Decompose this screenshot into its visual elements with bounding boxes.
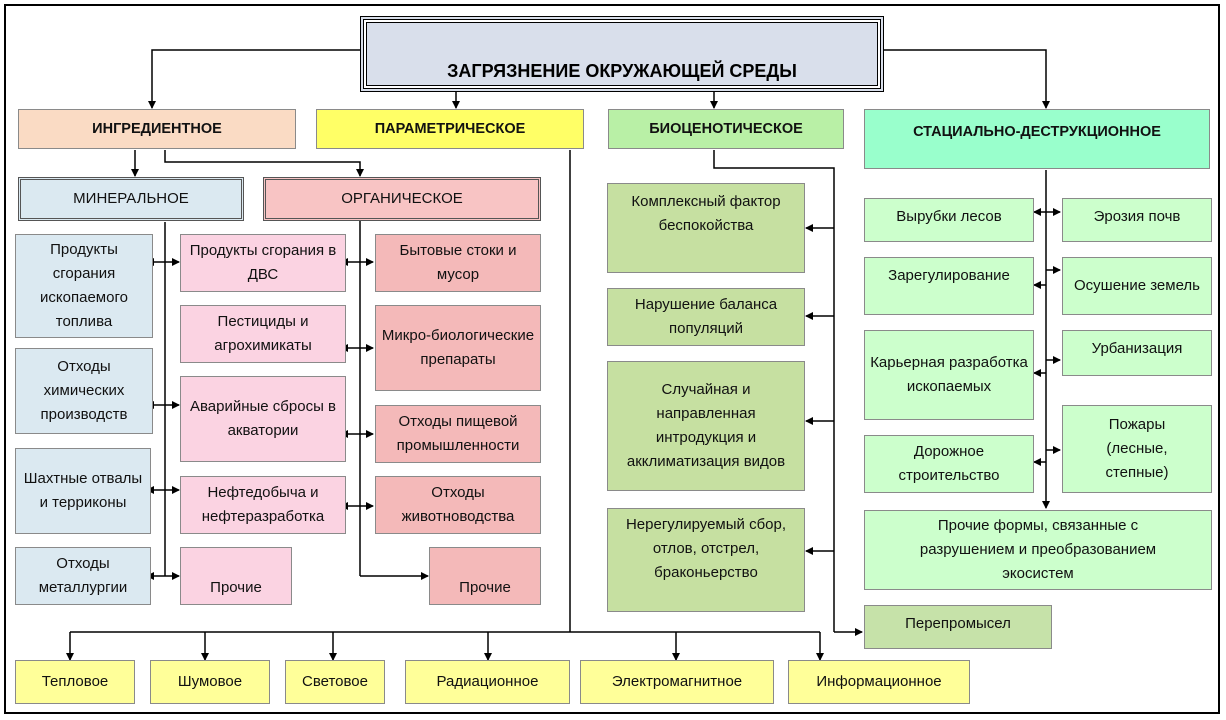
diagram-frame xyxy=(4,4,1220,714)
overfishing-box: Перепромысел xyxy=(864,605,1052,649)
organic-item: Отходы пищевой промышленности xyxy=(375,405,541,463)
stational-item: Пожары (лесные, степные) xyxy=(1062,405,1212,493)
middle-item: Продукты сгорания в ДВС xyxy=(180,234,346,292)
subcategory-mineral: МИНЕРАЛЬНОЕ xyxy=(18,177,244,221)
stational-item: Дорожное строительство xyxy=(864,435,1034,493)
middle-item: Нефтедобыча и нефтеразработка xyxy=(180,476,346,534)
category-ingredient: ИНГРЕДИЕНТНОЕ xyxy=(18,109,296,149)
middle-item: Аварийные сбросы в акватории xyxy=(180,376,346,462)
organic-item: Бытовые стоки и мусор xyxy=(375,234,541,292)
stational-item: Зарегулирование xyxy=(864,257,1034,315)
category-stational-destructive: СТАЦИАЛЬНО-ДЕСТРУКЦИОННОЕ xyxy=(864,109,1210,169)
parametric-item: Световое xyxy=(285,660,385,704)
mineral-item: Шахтные отвалы и терриконы xyxy=(15,448,151,534)
parametric-item: Тепловое xyxy=(15,660,135,704)
stational-item-other: Прочие формы, связанные с разрушением и … xyxy=(864,510,1212,590)
stational-item: Эрозия почв xyxy=(1062,198,1212,242)
stational-item: Карьерная разработка ископаемых xyxy=(864,330,1034,420)
stational-item: Урбанизация xyxy=(1062,330,1212,376)
category-biocenotic: БИОЦЕНОТИЧЕСКОЕ xyxy=(608,109,844,149)
biocenotic-item: Комплексный фактор беспокойства xyxy=(607,183,805,273)
stational-item: Осушение земель xyxy=(1062,257,1212,315)
biocenotic-item: Нарушение баланса популяций xyxy=(607,288,805,346)
middle-item: Пестициды и агрохимикаты xyxy=(180,305,346,363)
mineral-item: Отходы металлургии xyxy=(15,547,151,605)
stational-item: Вырубки лесов xyxy=(864,198,1034,242)
biocenotic-item: Случайная и направленная интродукция и а… xyxy=(607,361,805,491)
parametric-item: Информационное xyxy=(788,660,970,704)
subcategory-organic: ОРГАНИЧЕСКОЕ xyxy=(263,177,541,221)
parametric-item: Электромагнитное xyxy=(580,660,774,704)
parametric-item: Шумовое xyxy=(150,660,270,704)
diagram-title: ЗАГРЯЗНЕНИЕ ОКРУЖАЮЩЕЙ СРЕДЫ xyxy=(360,16,884,92)
organic-item: Отходы животноводства xyxy=(375,476,541,534)
mineral-item: Продукты сгорания ископаемого топлива xyxy=(15,234,153,338)
middle-item: Прочие xyxy=(180,547,292,605)
category-parametric: ПАРАМЕТРИЧЕСКОЕ xyxy=(316,109,584,149)
organic-item: Микро-биологические препараты xyxy=(375,305,541,391)
parametric-item: Радиационное xyxy=(405,660,570,704)
biocenotic-item: Нерегулируемый сбор, отлов, отстрел, бра… xyxy=(607,508,805,612)
mineral-item: Отходы химических производств xyxy=(15,348,153,434)
organic-item: Прочие xyxy=(429,547,541,605)
